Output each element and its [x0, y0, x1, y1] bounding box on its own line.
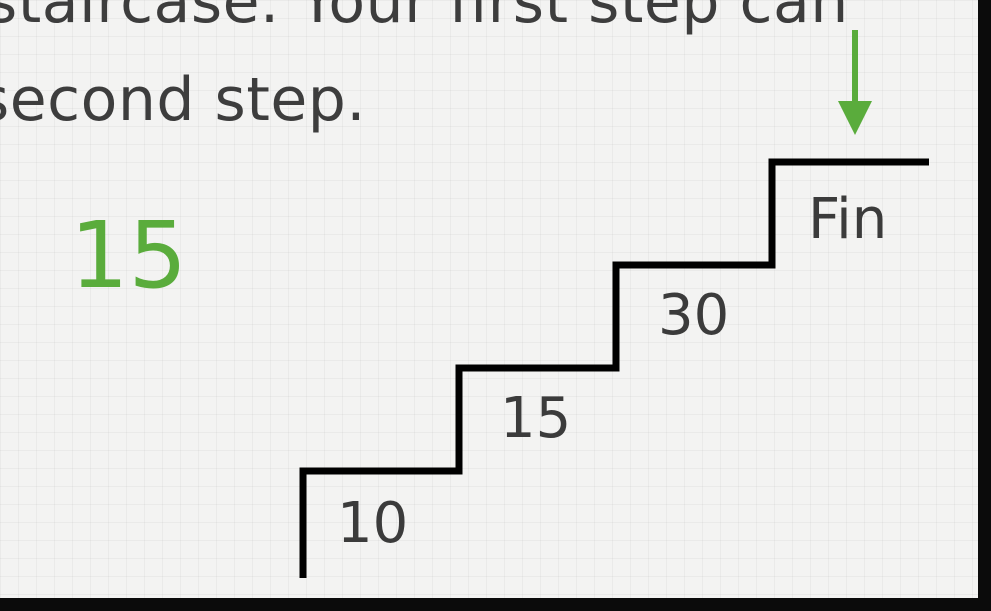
slide-canvas: staircase. Your first step can second st… — [0, 0, 978, 598]
down-arrow-icon — [838, 30, 872, 135]
staircase-outline — [299, 158, 929, 578]
running-total-value: 15 — [70, 202, 188, 309]
step-1-cost-label: 10 — [337, 491, 409, 556]
prompt-text-line-1: staircase. Your first step can — [0, 0, 849, 37]
prompt-text-line-2: second step. — [0, 65, 366, 135]
step-2-cost-label: 15 — [500, 386, 572, 451]
finish-label: Fin — [808, 187, 888, 252]
step-3-cost-label: 30 — [658, 283, 730, 348]
staircase-diagram — [299, 30, 929, 578]
